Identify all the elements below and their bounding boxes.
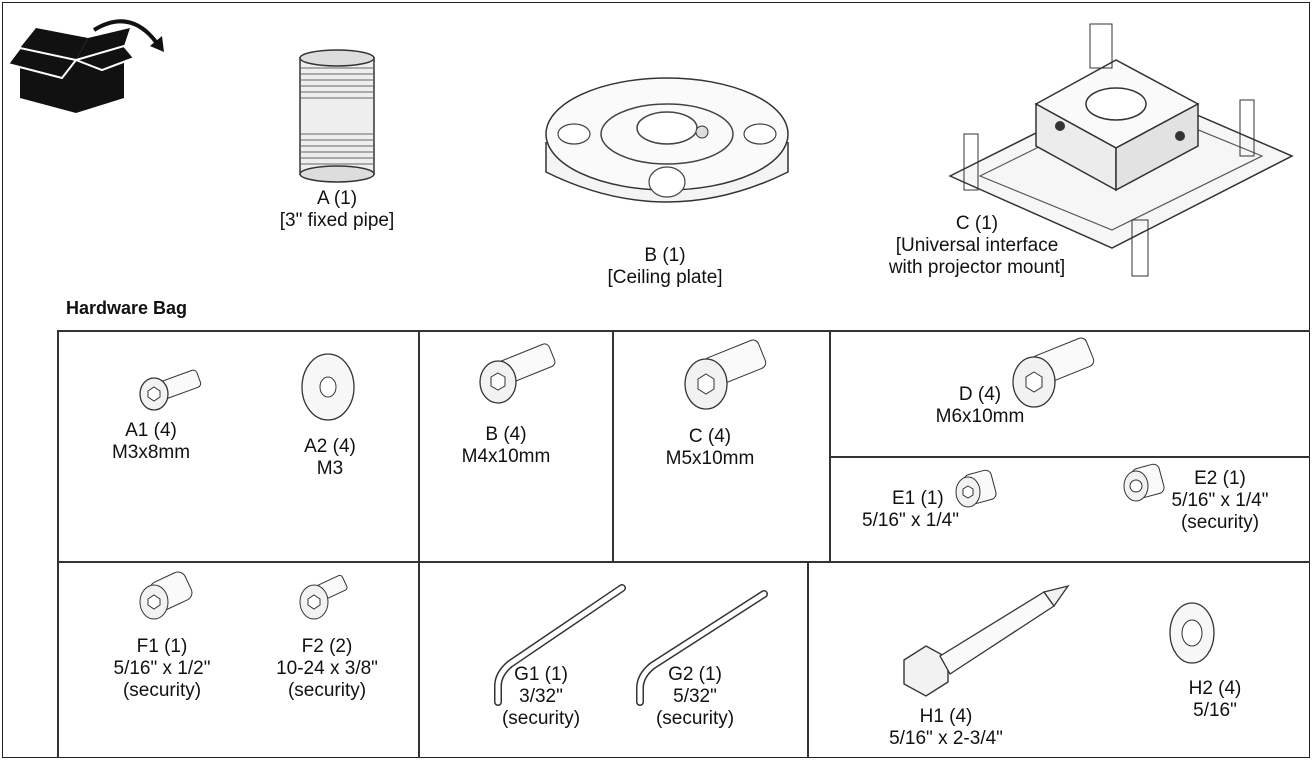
hw-e1-label: E1 (1) 5/16" x 1/4": [862, 488, 962, 532]
set-screw-f1-icon: [139, 571, 193, 620]
hw-f2-size: 10-24 x 3/8": [276, 658, 378, 679]
hw-g1-size: 3/32": [519, 686, 563, 707]
hardware-table: [57, 330, 1310, 758]
hw-g1-label: G1 (1) 3/32" (security): [486, 664, 596, 730]
set-screw-e1-icon: [955, 469, 997, 508]
hw-b-label: B (4) M4x10mm: [436, 424, 576, 468]
part-a-id: A (1): [316, 188, 358, 209]
hw-a2-id: A2 (4): [304, 436, 356, 457]
hw-h2-id: H2 (4): [1188, 678, 1242, 699]
hw-e2-size: 5/16" x 1/4": [1171, 490, 1269, 511]
hw-g1-note: (security): [501, 708, 581, 729]
part-b-id: B (1): [644, 245, 686, 266]
set-screw-e2-icon: [1123, 463, 1165, 502]
hw-f1-id: F1 (1): [136, 636, 188, 657]
hw-h1-label: H1 (4) 5/16" x 2-3/4": [866, 706, 1026, 750]
hw-g1-id: G1 (1): [514, 664, 568, 685]
part-b-desc: [Ceiling plate]: [607, 267, 723, 288]
hw-f2-label: F2 (2) 10-24 x 3/8" (security): [252, 636, 402, 702]
hw-f1-label: F1 (1) 5/16" x 1/2" (security): [92, 636, 232, 702]
unbox-icon: [6, 19, 164, 113]
part-c-label: C (1) [Universal interface with projecto…: [862, 213, 1092, 279]
washer-a2-icon: [301, 353, 355, 421]
hw-d-label: D (4) M6x10mm: [910, 384, 1050, 428]
hw-h2-size: 5/16": [1193, 700, 1237, 721]
screw-a1-icon: [139, 369, 202, 411]
hw-a2-size: M3: [316, 458, 344, 479]
part-c-desc-line1: [Universal interface: [895, 235, 1059, 256]
part-a-desc: [3" fixed pipe]: [279, 210, 395, 231]
hw-b-id: B (4): [485, 424, 527, 445]
screw-c-icon: [684, 339, 767, 410]
hw-g2-note: (security): [655, 708, 735, 729]
part-c-desc-line2: with projector mount]: [888, 257, 1066, 278]
washer-h2-icon: [1169, 602, 1215, 664]
hex-key-g1-icon: [494, 584, 626, 706]
hw-h1-id: H1 (4): [919, 706, 973, 727]
bolt-h1-icon: [903, 584, 1070, 697]
screw-b-icon: [479, 343, 556, 404]
hw-f1-size: 5/16" x 1/2": [113, 658, 211, 679]
hardware-bag-title: Hardware Bag: [66, 298, 188, 318]
hw-a1-size: M3x8mm: [111, 442, 191, 463]
part-c-id: C (1): [955, 213, 999, 234]
hw-f1-note: (security): [122, 680, 202, 701]
hw-f2-id: F2 (2): [301, 636, 353, 657]
screw-f2-icon: [299, 574, 348, 620]
fixed-pipe-illustration: [299, 49, 375, 183]
screw-d-icon: [1012, 337, 1095, 408]
hw-d-id: D (4): [958, 384, 1002, 405]
hw-g2-label: G2 (1) 5/32" (security): [640, 664, 750, 730]
hw-d-size: M6x10mm: [935, 406, 1025, 427]
hw-a1-label: A1 (4) M3x8mm: [96, 420, 206, 464]
hw-g2-id: G2 (1): [668, 664, 722, 685]
hw-c-size: M5x10mm: [665, 448, 755, 469]
hw-c-id: C (4): [688, 426, 732, 447]
hw-e2-id: E2 (1): [1194, 468, 1246, 489]
hw-f2-note: (security): [287, 680, 367, 701]
hex-key-g2-icon: [636, 590, 768, 706]
hw-e1-size: 5/16" x 1/4": [862, 510, 959, 531]
ceiling-plate-illustration: [545, 77, 789, 203]
hw-g2-size: 5/32": [673, 686, 717, 707]
hw-b-size: M4x10mm: [461, 446, 551, 467]
hw-h1-size: 5/16" x 2-3/4": [889, 728, 1003, 749]
hw-e2-note: (security): [1180, 512, 1260, 533]
hw-e1-id: E1 (1): [892, 488, 944, 509]
hw-a2-label: A2 (4) M3: [280, 436, 380, 480]
hw-e2-label: E2 (1) 5/16" x 1/4" (security): [1160, 468, 1280, 534]
hw-a1-id: A1 (4): [125, 420, 177, 441]
projector-mount-illustration: [948, 23, 1294, 277]
hw-h2-label: H2 (4) 5/16": [1160, 678, 1270, 722]
part-b-label: B (1) [Ceiling plate]: [580, 245, 750, 289]
part-a-label: A (1) [3" fixed pipe]: [262, 188, 412, 232]
hw-c-label: C (4) M5x10mm: [640, 426, 780, 470]
